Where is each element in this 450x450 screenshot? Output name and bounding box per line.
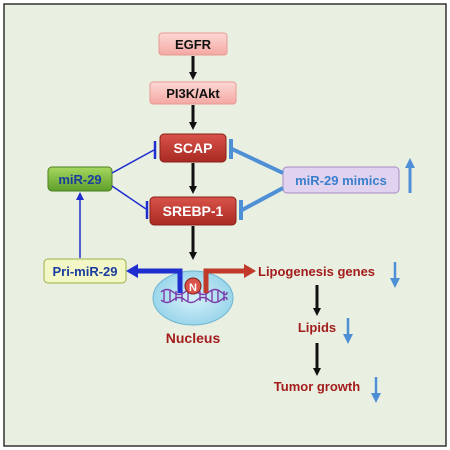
nucleus-shape xyxy=(152,270,234,326)
mir29-mimics-box: miR-29 mimics xyxy=(282,166,400,194)
scap-label: SCAP xyxy=(174,140,213,156)
srebp-box: SREBP-1 xyxy=(149,196,237,226)
n-label: N xyxy=(189,282,197,294)
mir29-mimics-label: miR-29 mimics xyxy=(295,173,387,188)
egfr-label: EGFR xyxy=(175,37,212,52)
scap-box: SCAP xyxy=(159,133,227,163)
arrow-nucleus-primir xyxy=(138,268,183,293)
arrow-nucleus-lipogenesis xyxy=(203,268,244,293)
arrow-head-lipogenesis xyxy=(244,264,256,278)
primir29-box: Pri-miR-29 xyxy=(43,258,127,284)
pi3k-box: PI3K/Akt xyxy=(149,81,237,105)
mir29-box: miR-29 xyxy=(47,166,113,192)
tumor-growth-label: Tumor growth xyxy=(274,379,360,394)
lipids-label: Lipids xyxy=(298,320,336,335)
mir29-label: miR-29 xyxy=(58,172,101,187)
inhibit-mimics-srebp xyxy=(241,186,284,212)
n-marker: N xyxy=(184,277,202,295)
pi3k-label: PI3K/Akt xyxy=(166,86,220,101)
lipogenesis-label: Lipogenesis genes xyxy=(258,264,375,279)
primir29-label: Pri-miR-29 xyxy=(52,264,117,279)
srebp-label: SREBP-1 xyxy=(163,203,224,219)
nucleus-label: Nucleus xyxy=(166,330,221,346)
inhibit-mimics-scap xyxy=(231,147,284,175)
inhibit-mir29-scap xyxy=(111,149,155,174)
egfr-box: EGFR xyxy=(158,32,228,56)
inhibit-mir29-srebp xyxy=(111,185,147,210)
arrow-head-primir xyxy=(126,264,138,278)
